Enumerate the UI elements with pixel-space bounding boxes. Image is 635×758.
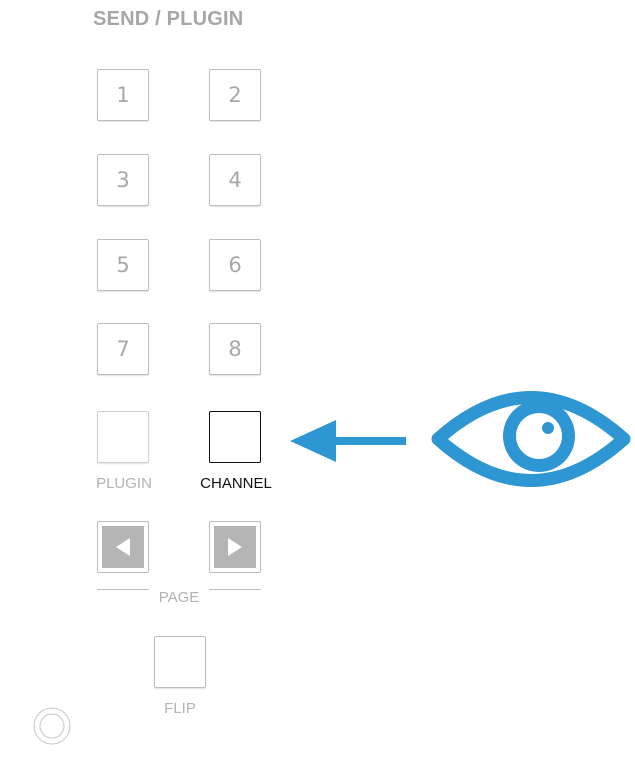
channel-label: CHANNEL bbox=[200, 475, 272, 492]
plugin-label: PLUGIN bbox=[96, 475, 152, 492]
send-pad-1[interactable]: 1 bbox=[97, 69, 149, 121]
send-pad-2[interactable]: 2 bbox=[209, 69, 261, 121]
page-rule-right bbox=[209, 589, 261, 590]
channel-button[interactable] bbox=[209, 411, 261, 463]
triangle-right-icon bbox=[228, 538, 242, 556]
send-pad-3[interactable]: 3 bbox=[97, 154, 149, 206]
plugin-button[interactable] bbox=[97, 411, 149, 463]
knob-icon[interactable] bbox=[33, 707, 71, 745]
section-title: SEND / PLUGIN bbox=[93, 8, 244, 30]
flip-label: FLIP bbox=[164, 700, 196, 717]
page-prev-button[interactable] bbox=[97, 521, 149, 573]
page-next-face bbox=[214, 526, 256, 568]
triangle-left-icon bbox=[116, 538, 130, 556]
send-pad-4[interactable]: 4 bbox=[209, 154, 261, 206]
arrow-left-icon bbox=[290, 420, 406, 462]
page-label: PAGE bbox=[158, 589, 200, 606]
page-prev-face bbox=[102, 526, 144, 568]
flip-button[interactable] bbox=[154, 636, 206, 688]
send-pad-8[interactable]: 8 bbox=[209, 323, 261, 375]
send-pad-6[interactable]: 6 bbox=[209, 239, 261, 291]
page-next-button[interactable] bbox=[209, 521, 261, 573]
send-pad-7[interactable]: 7 bbox=[97, 323, 149, 375]
page-rule-left bbox=[97, 589, 149, 590]
eye-icon bbox=[431, 391, 631, 487]
send-pad-5[interactable]: 5 bbox=[97, 239, 149, 291]
